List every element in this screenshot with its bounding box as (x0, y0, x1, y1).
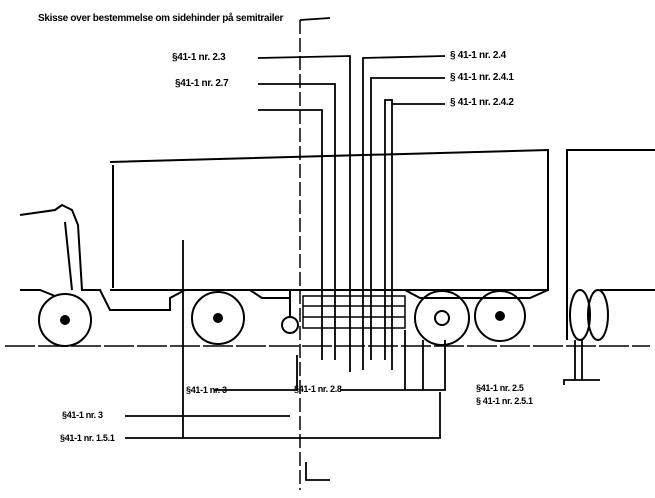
label-1-5-1: §41-1 nr. 1.5.1 (60, 433, 115, 443)
label-3: §41-1 nr. 3 (62, 410, 103, 420)
label-2-5-1: § 41-1 nr. 2.5.1 (476, 396, 533, 406)
trailer (109, 148, 549, 346)
tractor-cab (19, 203, 290, 347)
label-2-4: § 41-1 nr. 2.4 (450, 50, 506, 61)
label-2-4-1: § 41-1 nr. 2.4.1 (450, 72, 514, 83)
label-2-8: §41-1 nr. 2.8 (294, 384, 342, 394)
label-2-4-2: § 41-1 nr. 2.4.2 (450, 97, 514, 108)
wheel (38, 293, 92, 347)
label-2-5: §41-1 nr. 2.5 (476, 383, 524, 393)
wheel (474, 290, 526, 342)
next-trailer (566, 149, 655, 341)
side-guard (302, 295, 406, 329)
label-3-mid: §41-1 nr. 3 (186, 385, 227, 395)
label-2-3: §41-1 nr. 2.3 (172, 52, 226, 63)
label-2-7: §41-1 nr. 2.7 (175, 78, 229, 89)
landing-gear (281, 316, 299, 334)
diagram-title: Skisse over bestemmelse om sidehinder på… (38, 13, 284, 24)
dimension-lines (125, 17, 600, 490)
wheel (191, 291, 245, 345)
wheel (414, 290, 470, 346)
